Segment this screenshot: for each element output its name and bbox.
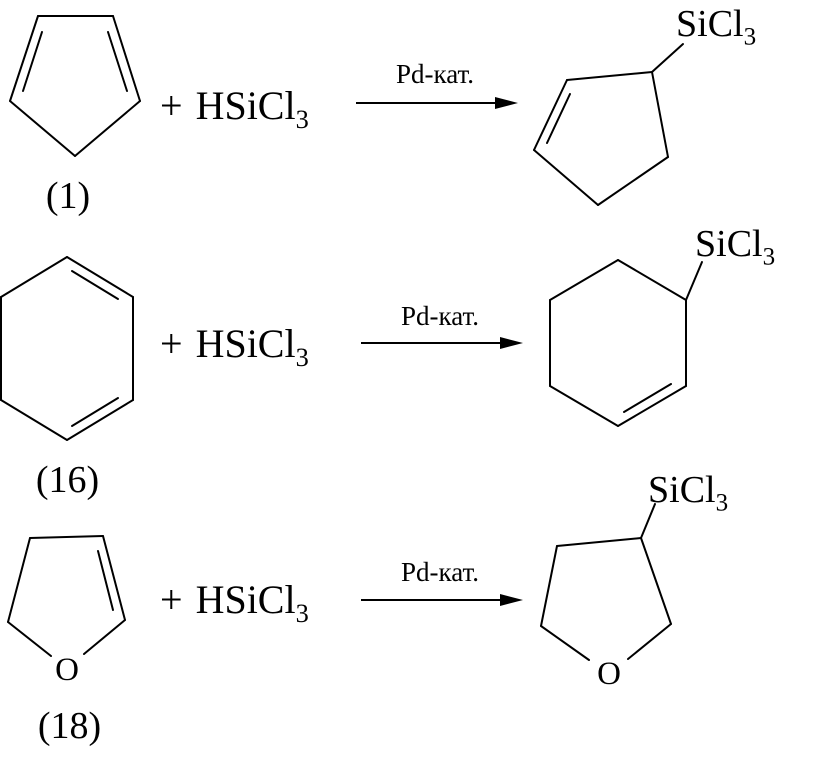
substituent-label: SiCl3 <box>676 3 756 50</box>
oxygen-atom-label: O <box>597 656 621 692</box>
reagent-subscript: 3 <box>295 342 309 372</box>
substituent-base: SiCl <box>648 469 716 511</box>
reagent-subscript: 3 <box>295 104 309 134</box>
compound-number-label: (1) <box>45 175 91 217</box>
substituent-subscript: 3 <box>715 489 729 517</box>
cyclopentadiene-structure <box>9 15 141 157</box>
reagent-subscript: 3 <box>295 598 309 628</box>
reagent-formula: + HSiCl3 <box>160 83 309 133</box>
plus-sign: + <box>160 83 183 128</box>
catalyst-label: Pd-кат. <box>395 59 475 89</box>
plus-sign: + <box>160 321 183 366</box>
reagent-base: HSiCl <box>195 83 296 128</box>
compound-number-label: (16) <box>35 459 100 501</box>
product-tetrahydrofuran-structure: O <box>540 503 672 692</box>
substituent-label: SiCl3 <box>695 223 775 270</box>
substituent-label: SiCl3 <box>648 469 728 516</box>
reaction-arrow <box>361 337 523 349</box>
reaction-arrow <box>356 97 518 109</box>
reagent-base: HSiCl <box>195 321 296 366</box>
compound-number-label: (18) <box>37 705 102 747</box>
product-cyclohexene-structure <box>549 259 703 427</box>
reaction-arrow <box>361 594 523 606</box>
product-cyclopentene-structure <box>533 43 684 206</box>
oxygen-atom-label: O <box>55 652 79 688</box>
reagent-formula: + HSiCl3 <box>160 321 309 371</box>
reagent-formula: + HSiCl3 <box>160 577 309 627</box>
substituent-subscript: 3 <box>743 23 757 51</box>
substituent-subscript: 3 <box>762 243 776 271</box>
substituent-base: SiCl <box>695 223 763 265</box>
reagent-base: HSiCl <box>195 577 296 622</box>
plus-sign: + <box>160 577 183 622</box>
catalyst-label: Pd-кат. <box>400 301 480 331</box>
dihydrofuran-structure: O <box>7 535 126 688</box>
cyclohexadiene-structure <box>0 256 134 441</box>
substituent-base: SiCl <box>676 3 744 45</box>
catalyst-label: Pd-кат. <box>400 557 480 587</box>
